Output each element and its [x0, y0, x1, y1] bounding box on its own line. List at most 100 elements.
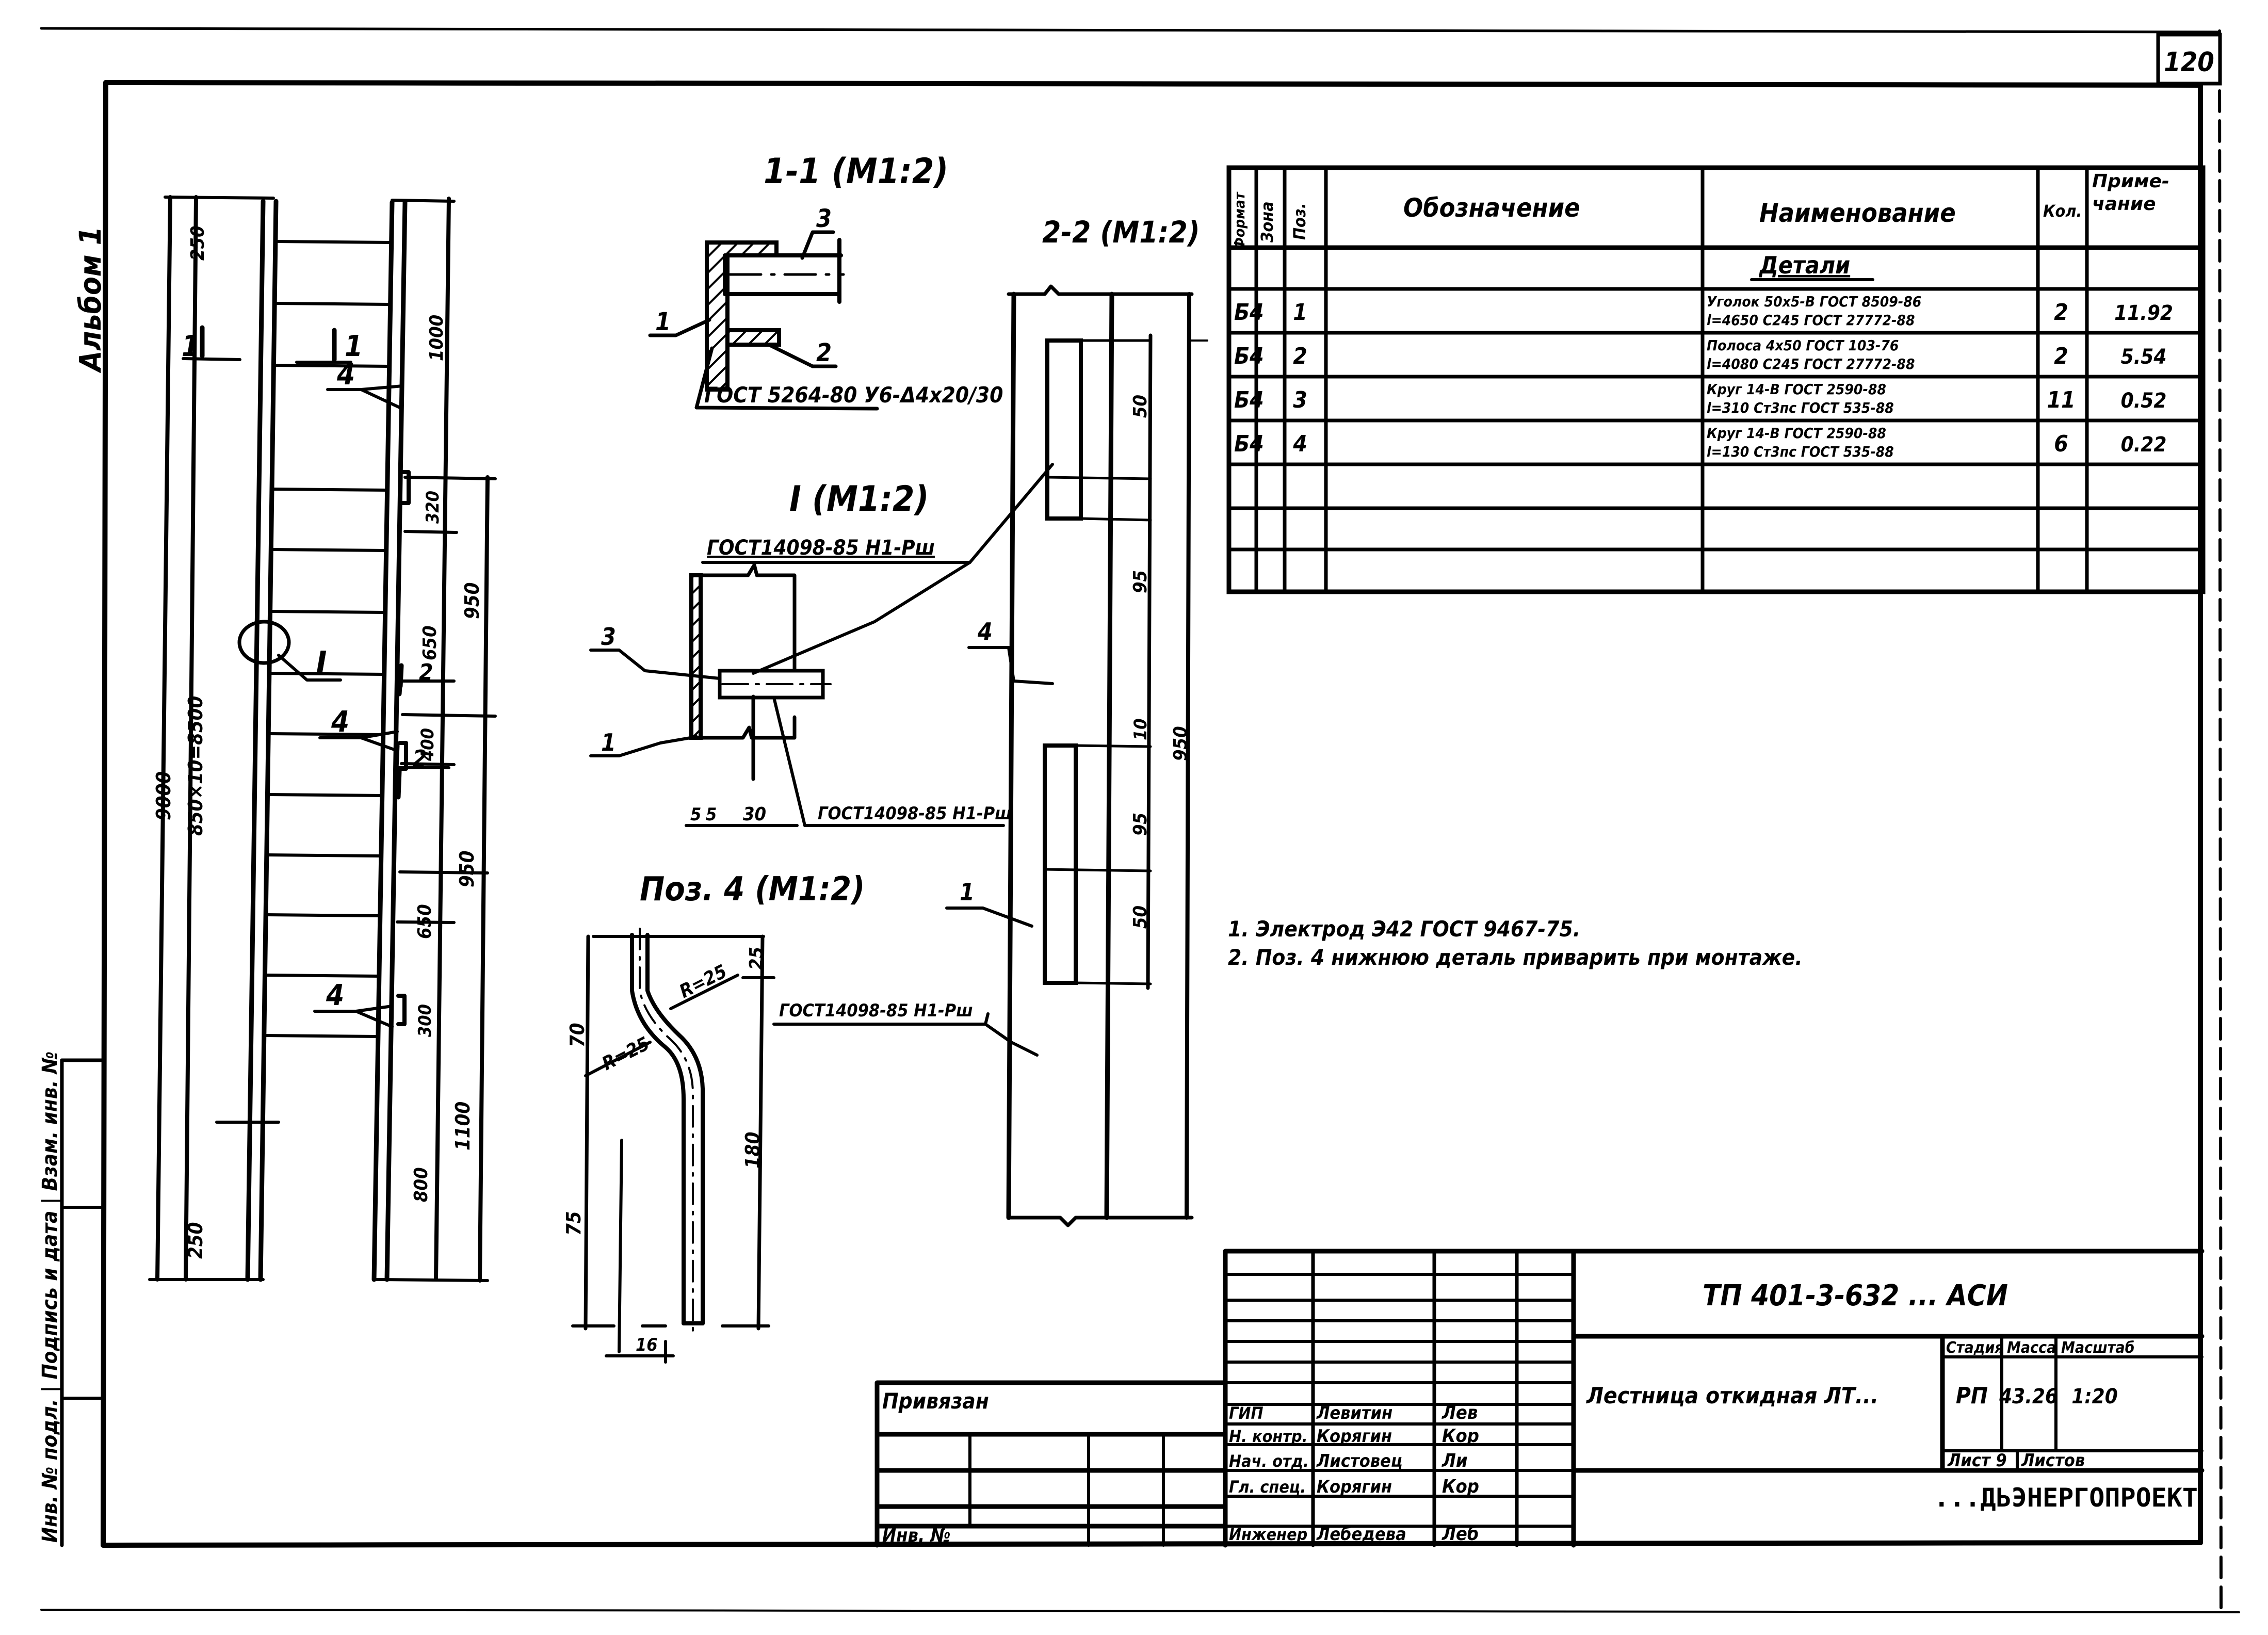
label-4-2-2: 4	[977, 618, 993, 645]
scale-label: Масштаб	[2061, 1339, 2134, 1357]
spec-header-note-wrap: Приме-чание	[2092, 171, 2169, 215]
rung	[273, 240, 393, 244]
strip-lower-divider	[1043, 868, 1152, 872]
spec-cell-pos: 2	[1293, 343, 1307, 369]
radius-leader-1	[584, 1041, 652, 1077]
node-i-label: I	[316, 645, 327, 683]
frame-bottom	[101, 1540, 2203, 1548]
section-2-label-top: 2	[419, 659, 433, 686]
strip-lower	[1043, 743, 1078, 985]
weld-leader-bottom	[772, 696, 1005, 827]
tb-name: Корягин	[1317, 1426, 1392, 1447]
section-2-2: 2-2 (М1:2) 4 1 50 95 10 95 50 950	[945, 215, 1208, 1227]
spec-cell-pos: 4	[1292, 431, 1307, 457]
rung-bar	[723, 253, 843, 296]
tb-signature: Лев	[1441, 1402, 1478, 1423]
rung	[265, 853, 383, 857]
spec-header-qty: Кол.	[2043, 201, 2082, 221]
bar-edge-left	[630, 933, 686, 1325]
tb-role: ГИП	[1229, 1403, 1263, 1423]
rung	[270, 488, 389, 492]
general-notes: 1. Электрод Э42 ГОСТ 9467-75. 2. Поз. 4 …	[1228, 916, 1803, 970]
weld-note-top: ГОСТ14098-85 Н1-Рш	[707, 536, 935, 560]
pos4-leader-1b	[360, 384, 404, 391]
tb-name: Левитин	[1316, 1403, 1392, 1423]
right-stringer-inner	[384, 200, 408, 1282]
spec-cell-name-2: l=310 Ст3пс ГОСТ 535-88	[1707, 399, 1894, 416]
label-1-i: 1	[601, 729, 616, 756]
tb-signature: Ли	[1441, 1450, 1468, 1471]
node-i-leader	[277, 654, 342, 682]
dim-r-300: 300	[415, 1004, 435, 1037]
dim-2-2-50a: 50	[1130, 395, 1151, 418]
spec-cell-name-1: Круг 14-В ГОСТ 2590-88	[1707, 381, 1886, 398]
right-stringer-outer	[371, 200, 395, 1282]
node-i-circle	[237, 620, 291, 665]
dim-r-650b: 650	[414, 904, 435, 939]
pos4-leader-3b	[354, 1005, 394, 1013]
dim-2-2-950: 950	[1170, 726, 1191, 761]
bound-box-grid	[968, 1433, 1165, 1547]
pos4-label-3: 4	[326, 979, 344, 1012]
strip-upper	[1045, 338, 1083, 521]
strip-profile	[725, 328, 781, 347]
spec-header-zone: Зона	[1257, 201, 1277, 242]
dim-line-right-1	[434, 197, 451, 1282]
drawing-title: Лестница откидная ЛТ...	[1586, 1383, 1878, 1409]
spec-cell-pos: 3	[1293, 387, 1307, 413]
dim-r-320: 320	[423, 491, 443, 524]
dim-r-950b: 950	[456, 851, 478, 887]
ext-bottom-right	[375, 1278, 489, 1282]
weld-note-bottom: ГОСТ14098-85 Н1-Рш	[818, 803, 1012, 824]
dim-line-rungs	[184, 195, 198, 1282]
dim-ext-lower-top	[1074, 744, 1152, 748]
clip-2	[398, 741, 408, 771]
weld-leader	[694, 346, 879, 411]
spec-cell-format: Б4	[1234, 343, 1264, 369]
dim-r-800: 800	[411, 1167, 432, 1202]
tb-signature: Кор	[1442, 1426, 1479, 1447]
spec-cell-qty: 6	[2054, 431, 2068, 457]
leader-1-2-2	[945, 906, 1033, 928]
pos4-leader-2b	[360, 730, 399, 739]
inv-label: Инв. №	[882, 1525, 951, 1546]
bar-centerline	[639, 928, 694, 1332]
pos4-leader-2	[318, 736, 399, 752]
rung	[273, 302, 392, 306]
leader-2	[767, 343, 838, 368]
spec-cell-format: Б4	[1234, 431, 1264, 457]
leader-1-i	[589, 735, 698, 757]
section-2-2-title: 2-2 (М1:2)	[1042, 215, 1200, 250]
rung	[272, 364, 391, 368]
label-3: 3	[816, 204, 832, 233]
trim-right-dashed	[2218, 29, 2223, 1611]
clip-1	[400, 470, 411, 505]
section-mark-left: 1	[182, 330, 200, 363]
spec-cell-name-1: Полоса 4х50 ГОСТ 103-76	[1707, 337, 1899, 354]
spec-cell-note: 0.52	[2121, 389, 2167, 413]
label-2: 2	[816, 338, 832, 367]
tb-name: Корягин	[1317, 1477, 1392, 1497]
section-2-2-right-edge	[1185, 292, 1191, 1220]
angle-profile	[705, 240, 779, 392]
left-dimension-labels: 250 850×10=8500 9000 250	[152, 225, 208, 1259]
spec-cell-name-1: Уголок 50х5-В ГОСТ 8509-86	[1707, 293, 1921, 310]
spec-table-grid	[1226, 166, 2206, 594]
radius-leader-2	[669, 974, 739, 1010]
tb-name: Лебедева	[1316, 1524, 1406, 1545]
ladder-elevation: 1 1 2 2 I 4 4 4	[148, 195, 497, 1283]
section-1-1-title: 1-1 (М1:2)	[764, 151, 948, 192]
spec-cell-note: 5.54	[2121, 345, 2167, 369]
dim-line-overall	[155, 195, 172, 1282]
dim-r-1100: 1100	[451, 1102, 474, 1151]
dim-2-2-95a: 95	[1130, 570, 1151, 593]
dim-2-2-50b: 50	[1130, 905, 1151, 929]
bound-box	[874, 1380, 1228, 1548]
rung	[268, 610, 387, 614]
organization-name: ...ДЬЭНЕРГОПРОЕКТ	[1934, 1483, 2198, 1513]
